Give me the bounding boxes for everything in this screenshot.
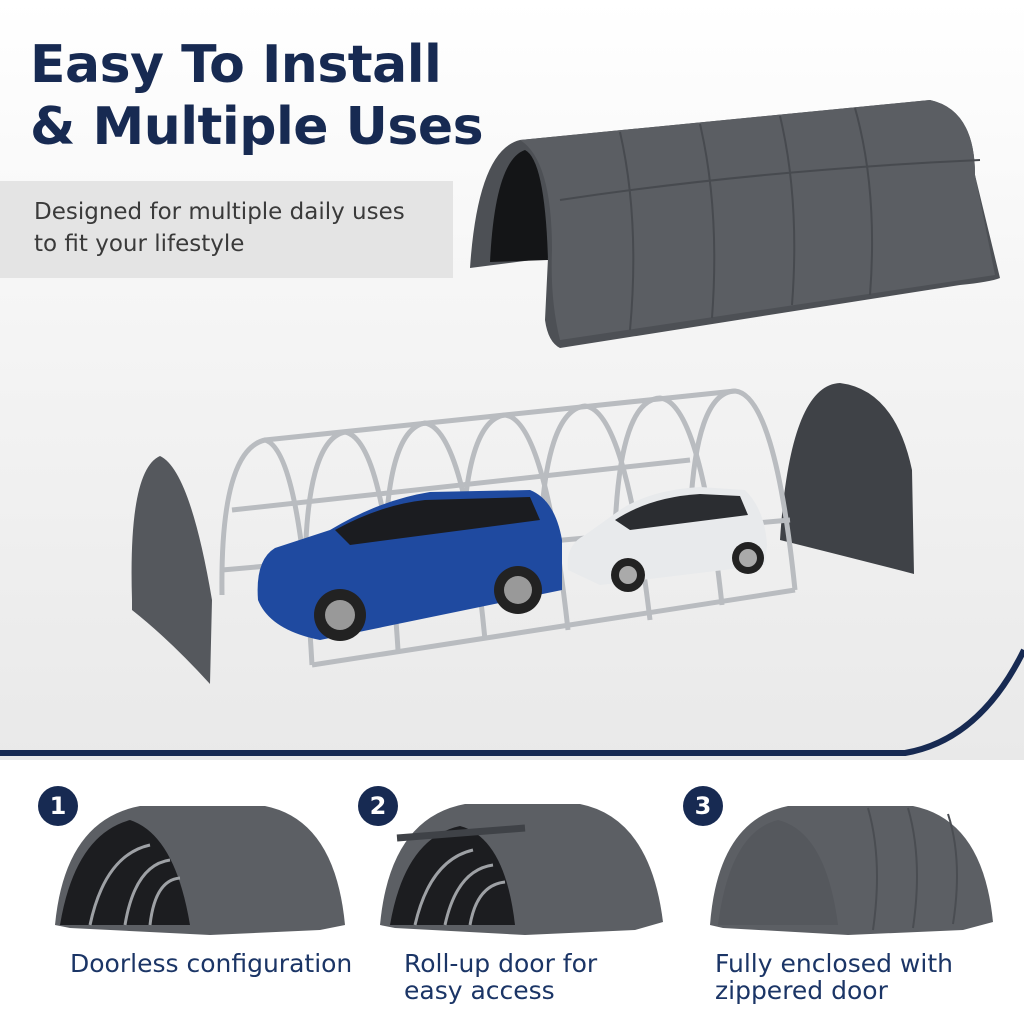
end-panel-left (131, 456, 212, 684)
divider-curve (0, 648, 1024, 756)
subtitle-panel (0, 181, 453, 278)
tent-enclosed-image (710, 806, 993, 935)
options-section: 1 Doorless configuration 2 Roll-up door … (0, 760, 1024, 1024)
option-number-badge: 2 (358, 786, 398, 826)
option-caption: Roll-up door for easy access (404, 949, 598, 1005)
option-caption: Doorless configuration (70, 949, 353, 978)
end-panel-right (780, 383, 914, 574)
blue-suv (257, 490, 562, 641)
product-illustration (0, 100, 1024, 756)
subtitle-text: Designed for multiple daily uses to fit … (34, 199, 405, 257)
tent-doorless-image (55, 806, 345, 935)
option-enclosed: 3 Fully enclosed with zippered door (680, 760, 1024, 1024)
tent-rollup-image (380, 804, 663, 935)
option-doorless: 1 Doorless configuration (0, 760, 352, 1024)
option-rollup: 2 Roll-up door for easy access (340, 760, 680, 1024)
option-number-badge: 3 (683, 786, 723, 826)
option-caption: Fully enclosed with zippered door (715, 949, 953, 1005)
option-number-badge: 1 (38, 786, 78, 826)
white-hatchback (567, 487, 767, 592)
page-title: Easy To Install & Multiple Uses (30, 35, 484, 157)
tent-cover-image (470, 100, 1000, 348)
